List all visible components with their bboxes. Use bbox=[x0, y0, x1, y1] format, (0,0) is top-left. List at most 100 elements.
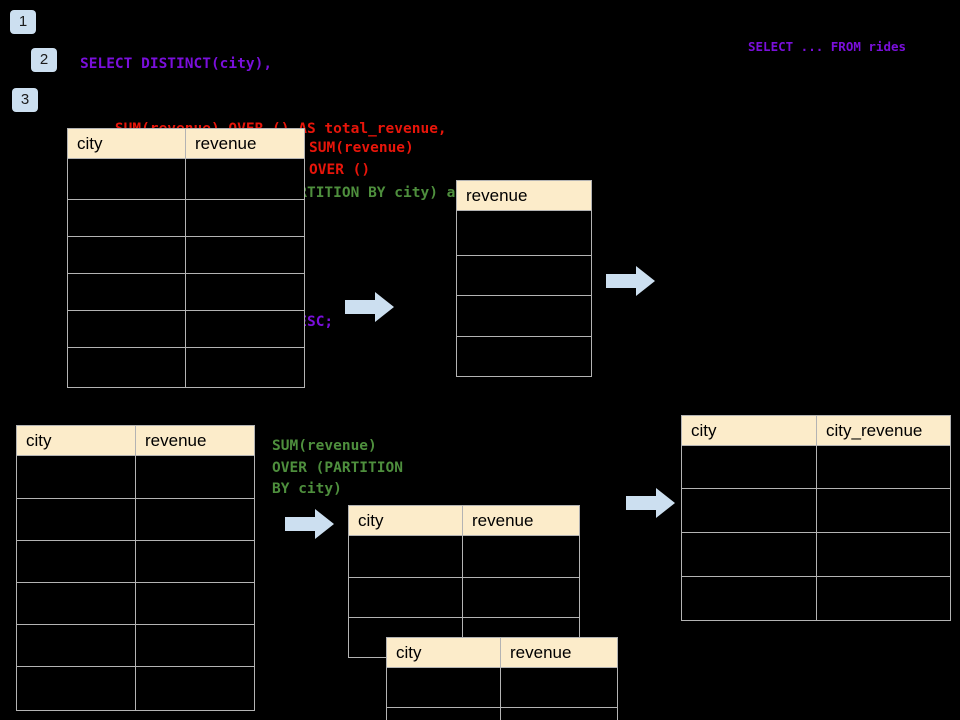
table-source-top: city revenue bbox=[67, 128, 305, 388]
table-row bbox=[16, 582, 255, 625]
cell-city bbox=[16, 582, 136, 625]
table-row bbox=[386, 667, 618, 708]
table-row bbox=[681, 576, 951, 621]
cell-city bbox=[348, 577, 463, 618]
table-row bbox=[67, 199, 305, 237]
table-header-row: city revenue bbox=[16, 425, 255, 456]
cell-city bbox=[348, 535, 463, 578]
table-row bbox=[67, 236, 305, 274]
table-row bbox=[456, 210, 592, 256]
table-row bbox=[16, 666, 255, 711]
select-from-hint: SELECT ... FROM rides bbox=[748, 39, 907, 54]
table-row bbox=[16, 498, 255, 541]
cell-revenue bbox=[456, 295, 592, 337]
cell-revenue bbox=[185, 347, 305, 388]
cell-city bbox=[681, 445, 817, 489]
cell-revenue bbox=[135, 455, 255, 499]
cell-revenue bbox=[456, 336, 592, 377]
table-row bbox=[681, 488, 951, 533]
flow-arrow-3 bbox=[285, 508, 335, 545]
table-row bbox=[681, 445, 951, 489]
cell-city bbox=[16, 498, 136, 541]
cell-city bbox=[681, 576, 817, 621]
cell-city bbox=[16, 666, 136, 711]
table-row bbox=[67, 347, 305, 388]
cell-city-revenue bbox=[816, 576, 951, 621]
cell-city bbox=[16, 540, 136, 583]
flow-arrow-2 bbox=[606, 265, 656, 302]
annotation-total-revenue: SUM(revenue) OVER () bbox=[309, 140, 414, 178]
flow-arrow-1 bbox=[345, 291, 395, 328]
step-badge-2: 2 bbox=[31, 48, 57, 72]
table-partition-back: city revenue bbox=[348, 505, 580, 658]
table-row bbox=[16, 624, 255, 667]
cell-revenue bbox=[135, 666, 255, 711]
table-header-row: revenue bbox=[456, 180, 592, 211]
cell-revenue bbox=[185, 158, 305, 200]
right-arrow-icon bbox=[606, 266, 655, 296]
cell-city bbox=[386, 707, 501, 720]
cell-revenue bbox=[462, 577, 580, 618]
table-row bbox=[348, 535, 580, 578]
cell-revenue bbox=[185, 199, 305, 237]
table-row bbox=[386, 707, 618, 720]
column-header-revenue: revenue bbox=[185, 128, 305, 159]
cell-city bbox=[67, 273, 186, 311]
table-row bbox=[67, 273, 305, 311]
sql-code-line-1: SELECT DISTINCT(city), bbox=[80, 56, 273, 72]
step-badge-1: 1 bbox=[10, 10, 36, 34]
column-header-revenue: revenue bbox=[456, 180, 592, 211]
flow-arrow-4 bbox=[626, 487, 676, 524]
cell-city-revenue bbox=[816, 445, 951, 489]
table-total-revenue: revenue bbox=[456, 180, 592, 377]
right-arrow-icon bbox=[285, 509, 334, 539]
table-row bbox=[456, 295, 592, 337]
table-row bbox=[456, 255, 592, 296]
table-row bbox=[681, 532, 951, 577]
cell-revenue bbox=[185, 273, 305, 311]
cell-revenue bbox=[135, 624, 255, 667]
cell-revenue bbox=[462, 535, 580, 578]
step-badge-3: 3 bbox=[12, 88, 38, 112]
column-header-city-revenue: city_revenue bbox=[816, 415, 951, 446]
table-source-bottom: city revenue bbox=[16, 425, 255, 711]
cell-revenue bbox=[500, 707, 618, 720]
cell-city bbox=[67, 310, 186, 348]
cell-city bbox=[67, 347, 186, 388]
cell-city bbox=[67, 158, 186, 200]
table-row bbox=[456, 336, 592, 377]
cell-revenue bbox=[135, 498, 255, 541]
column-header-revenue: revenue bbox=[462, 505, 580, 536]
cell-city-revenue bbox=[816, 488, 951, 533]
cell-revenue bbox=[135, 540, 255, 583]
table-row bbox=[16, 455, 255, 499]
table-row bbox=[348, 577, 580, 618]
cell-city-revenue bbox=[816, 532, 951, 577]
table-header-row: city city_revenue bbox=[681, 415, 951, 446]
cell-revenue bbox=[456, 210, 592, 256]
column-header-revenue: revenue bbox=[135, 425, 255, 456]
cell-city bbox=[386, 667, 501, 708]
right-arrow-icon bbox=[626, 488, 675, 518]
column-header-city: city bbox=[681, 415, 817, 446]
cell-revenue bbox=[135, 582, 255, 625]
table-row bbox=[67, 158, 305, 200]
table-header-row: city revenue bbox=[348, 505, 580, 536]
cell-city bbox=[681, 488, 817, 533]
cell-revenue bbox=[500, 667, 618, 708]
cell-revenue bbox=[185, 236, 305, 274]
table-row bbox=[67, 310, 305, 348]
table-result: city city_revenue bbox=[681, 415, 951, 621]
column-header-revenue: revenue bbox=[500, 637, 618, 668]
table-header-row: city revenue bbox=[386, 637, 618, 668]
table-row bbox=[16, 540, 255, 583]
cell-revenue bbox=[456, 255, 592, 296]
column-header-city: city bbox=[16, 425, 136, 456]
cell-revenue bbox=[185, 310, 305, 348]
right-arrow-icon bbox=[345, 292, 394, 322]
annotation-city-revenue: SUM(revenue) OVER (PARTITION BY city) bbox=[272, 438, 403, 497]
cell-city bbox=[67, 236, 186, 274]
cell-city bbox=[67, 199, 186, 237]
column-header-city: city bbox=[386, 637, 501, 668]
